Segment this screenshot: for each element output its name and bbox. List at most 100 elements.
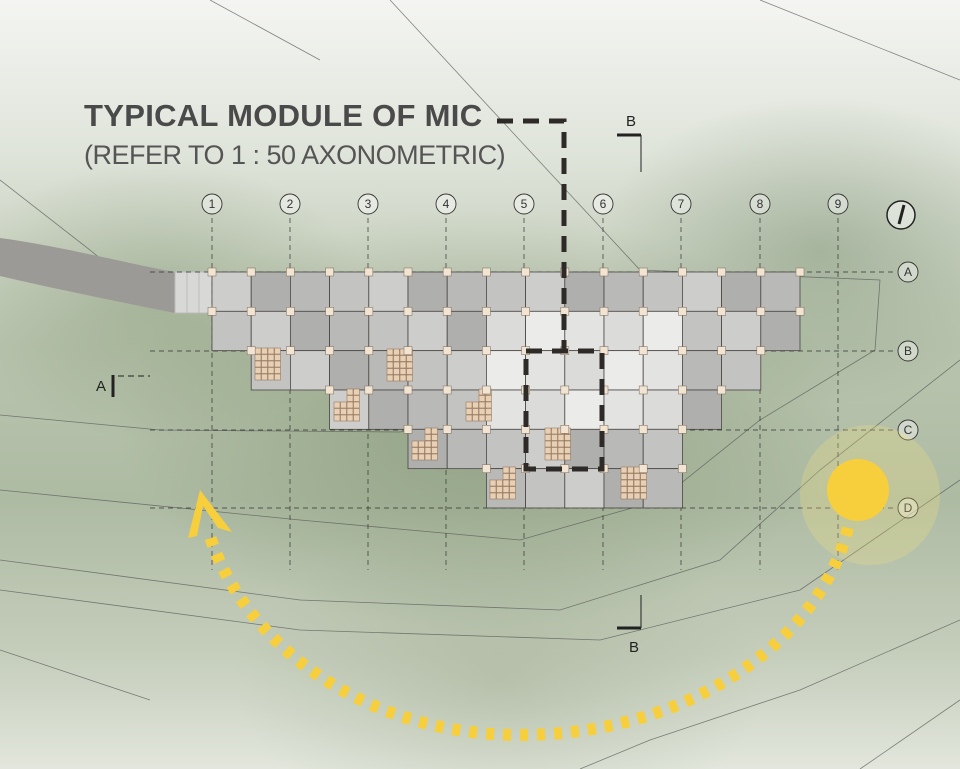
timber-block	[340, 414, 347, 422]
timber-block	[620, 479, 628, 487]
module-cell	[407, 310, 448, 352]
column-marker	[560, 425, 570, 434]
timber-block	[353, 388, 360, 396]
module-cell	[603, 389, 644, 430]
grid-col-label: 1	[209, 197, 216, 211]
grid-row-label: B	[904, 344, 912, 358]
grid-bubble-col-8: 8	[749, 193, 771, 215]
module-cell	[211, 310, 252, 352]
module-cell	[289, 350, 330, 391]
grid-col-label: 7	[678, 197, 685, 211]
module-cell	[564, 468, 605, 509]
timber-block	[346, 388, 354, 396]
timber-block	[551, 447, 558, 454]
column-marker	[482, 307, 491, 316]
column-marker	[403, 307, 413, 316]
column-marker	[403, 385, 413, 395]
grid-col-label: 2	[287, 197, 294, 211]
module-cell	[525, 350, 566, 391]
timber-block	[478, 401, 486, 409]
column-marker	[678, 346, 687, 355]
timber-block	[627, 486, 634, 493]
timber-block	[627, 473, 634, 480]
timber-block	[640, 479, 647, 487]
timber-block	[431, 434, 438, 441]
timber-block	[485, 408, 492, 415]
column-marker	[403, 346, 413, 355]
timber-block	[254, 354, 262, 361]
module-cell	[564, 350, 605, 391]
module-cell	[329, 271, 370, 312]
module-floor-plan	[211, 271, 801, 509]
timber-block	[496, 479, 503, 487]
timber-block	[399, 374, 407, 382]
timber-block	[424, 434, 432, 441]
module-cell	[211, 271, 252, 312]
timber-block	[386, 361, 394, 369]
timber-block	[353, 408, 360, 415]
grid-col-label: 9	[835, 197, 842, 211]
timber-block	[261, 347, 268, 355]
timber-block	[496, 486, 503, 493]
timber-block	[502, 466, 510, 474]
north-arrow-icon	[886, 200, 916, 230]
column-marker	[678, 464, 687, 473]
timber-block	[627, 492, 634, 500]
grid-row-label: D	[904, 501, 913, 515]
timber-block	[465, 414, 473, 422]
timber-block	[627, 466, 634, 474]
column-marker	[207, 307, 217, 316]
module-cell	[642, 468, 683, 509]
module-cell	[760, 310, 801, 352]
sun-path-arrow-icon	[188, 490, 232, 538]
module-cell	[642, 389, 683, 430]
grid-bubble-col-4: 4	[435, 193, 457, 215]
timber-block	[431, 440, 438, 448]
module-cell	[525, 271, 566, 312]
timber-block	[633, 479, 641, 487]
timber-block	[399, 361, 407, 369]
module-cell	[250, 310, 291, 352]
timber-block	[633, 486, 641, 493]
timber-block	[418, 453, 425, 461]
column-marker	[442, 385, 452, 395]
timber-block	[620, 486, 628, 493]
column-marker	[599, 307, 609, 316]
timber-block	[472, 401, 479, 409]
column-marker	[325, 346, 334, 355]
timber-block	[267, 373, 275, 381]
section-b-bottom-label: B	[629, 639, 639, 656]
sun-icon	[827, 459, 889, 521]
grid-col-label: 4	[443, 197, 450, 211]
column-marker	[325, 267, 334, 277]
module-cell	[329, 310, 370, 352]
column-marker	[638, 385, 648, 395]
timber-block	[431, 427, 438, 435]
timber-block	[551, 434, 558, 441]
column-marker	[442, 267, 452, 277]
timber-block	[640, 486, 647, 493]
timber-block	[340, 401, 347, 409]
timber-block	[424, 440, 432, 448]
timber-block	[353, 414, 360, 422]
column-marker	[756, 267, 766, 277]
timber-block	[465, 408, 473, 415]
timber-block	[346, 408, 354, 415]
column-marker	[717, 385, 726, 395]
timber-block	[267, 360, 275, 368]
timber-block	[333, 408, 341, 415]
grid-bubble-col-1: 1	[201, 193, 223, 215]
module-cell	[525, 468, 566, 509]
timber-block	[485, 401, 492, 409]
timber-block	[640, 473, 647, 480]
column-marker	[442, 307, 452, 316]
timber-block	[496, 492, 503, 500]
timber-block	[353, 401, 360, 409]
timber-block	[564, 453, 571, 461]
timber-block	[485, 395, 492, 402]
timber-block	[551, 440, 558, 448]
column-marker	[560, 385, 570, 395]
timber-block	[418, 447, 425, 454]
module-cell	[603, 428, 644, 470]
column-marker	[638, 307, 648, 316]
